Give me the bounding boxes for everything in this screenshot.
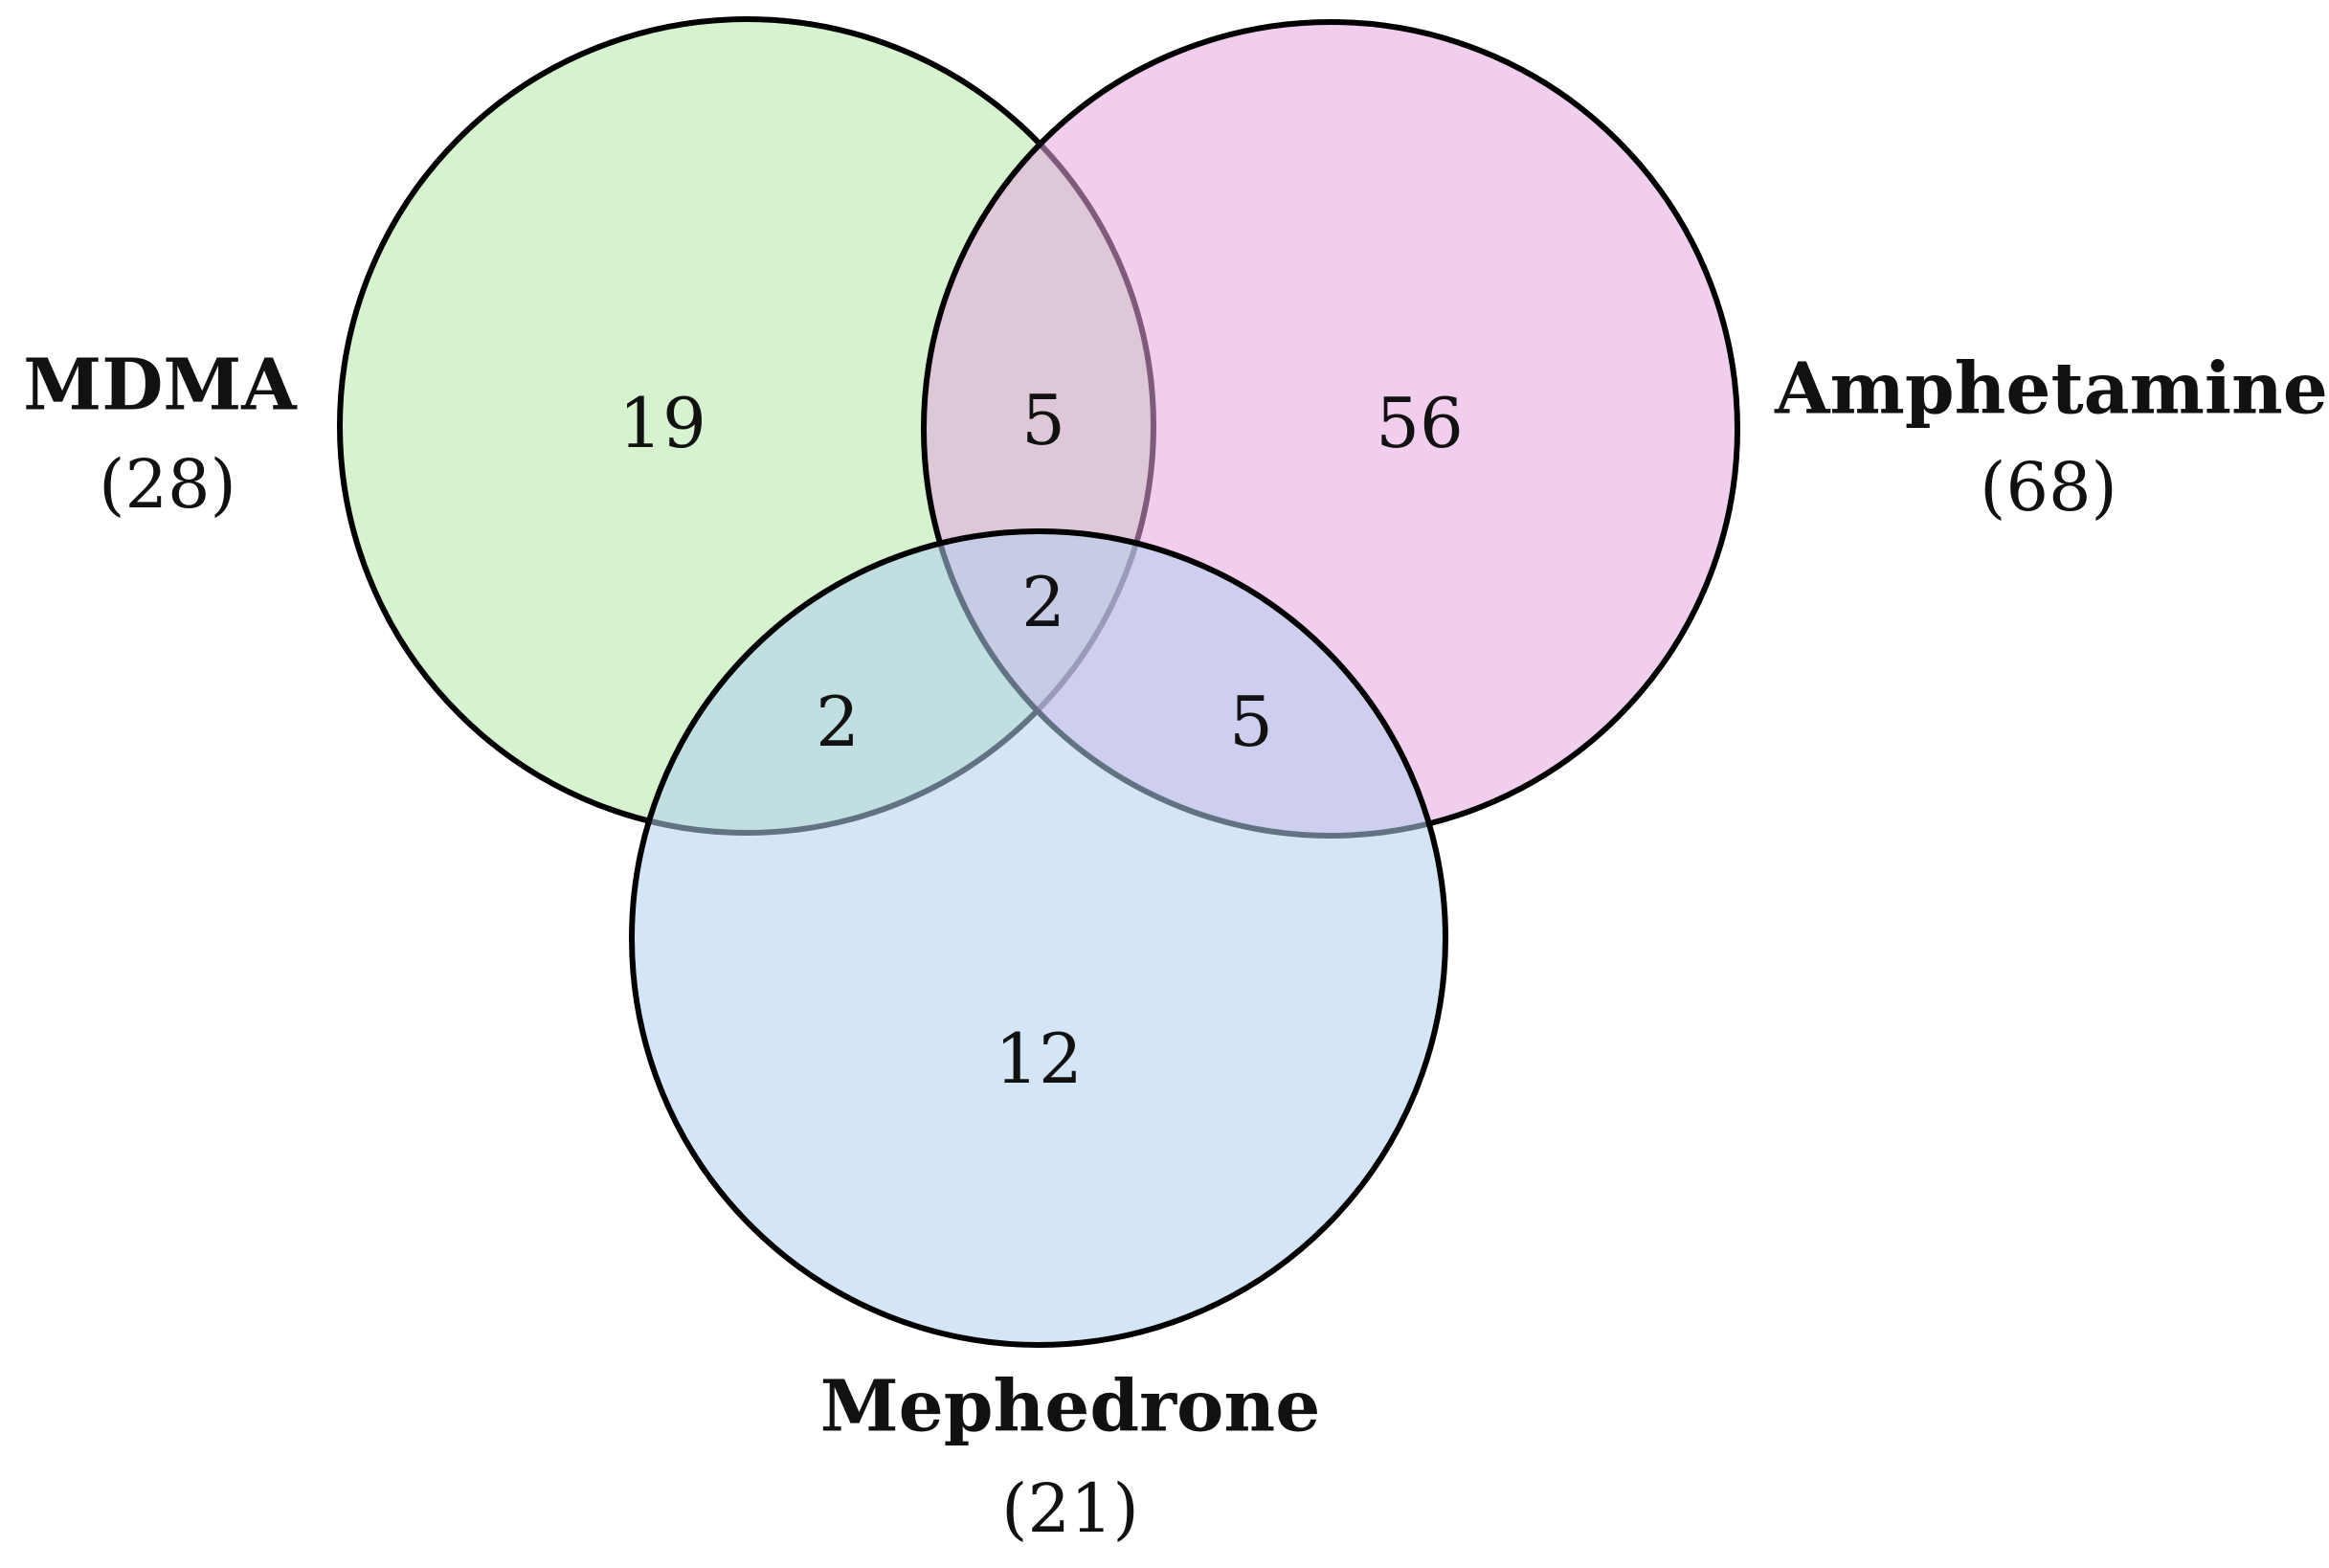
- count-mephedrone-only: 12: [995, 1019, 1083, 1099]
- total-amphetamine: (68): [1980, 448, 2117, 526]
- label-mdma: MDMA: [23, 345, 298, 427]
- count-mdma-only: 19: [618, 383, 706, 463]
- count-all-three: 2: [1021, 562, 1065, 642]
- count-amphetamine-mephedrone: 5: [1229, 682, 1273, 762]
- total-mdma: (28): [99, 445, 236, 524]
- count-amphetamine-only: 56: [1376, 383, 1464, 463]
- mephedrone-circle: [629, 528, 1448, 1348]
- total-mephedrone: (21): [1001, 1469, 1139, 1548]
- count-mdma-amphetamine: 5: [1021, 380, 1065, 460]
- count-mdma-mephedrone: 2: [816, 682, 860, 762]
- label-amphetamine: Amphetamine: [1774, 348, 2328, 431]
- label-mephedrone: Mephedrone: [820, 1366, 1321, 1448]
